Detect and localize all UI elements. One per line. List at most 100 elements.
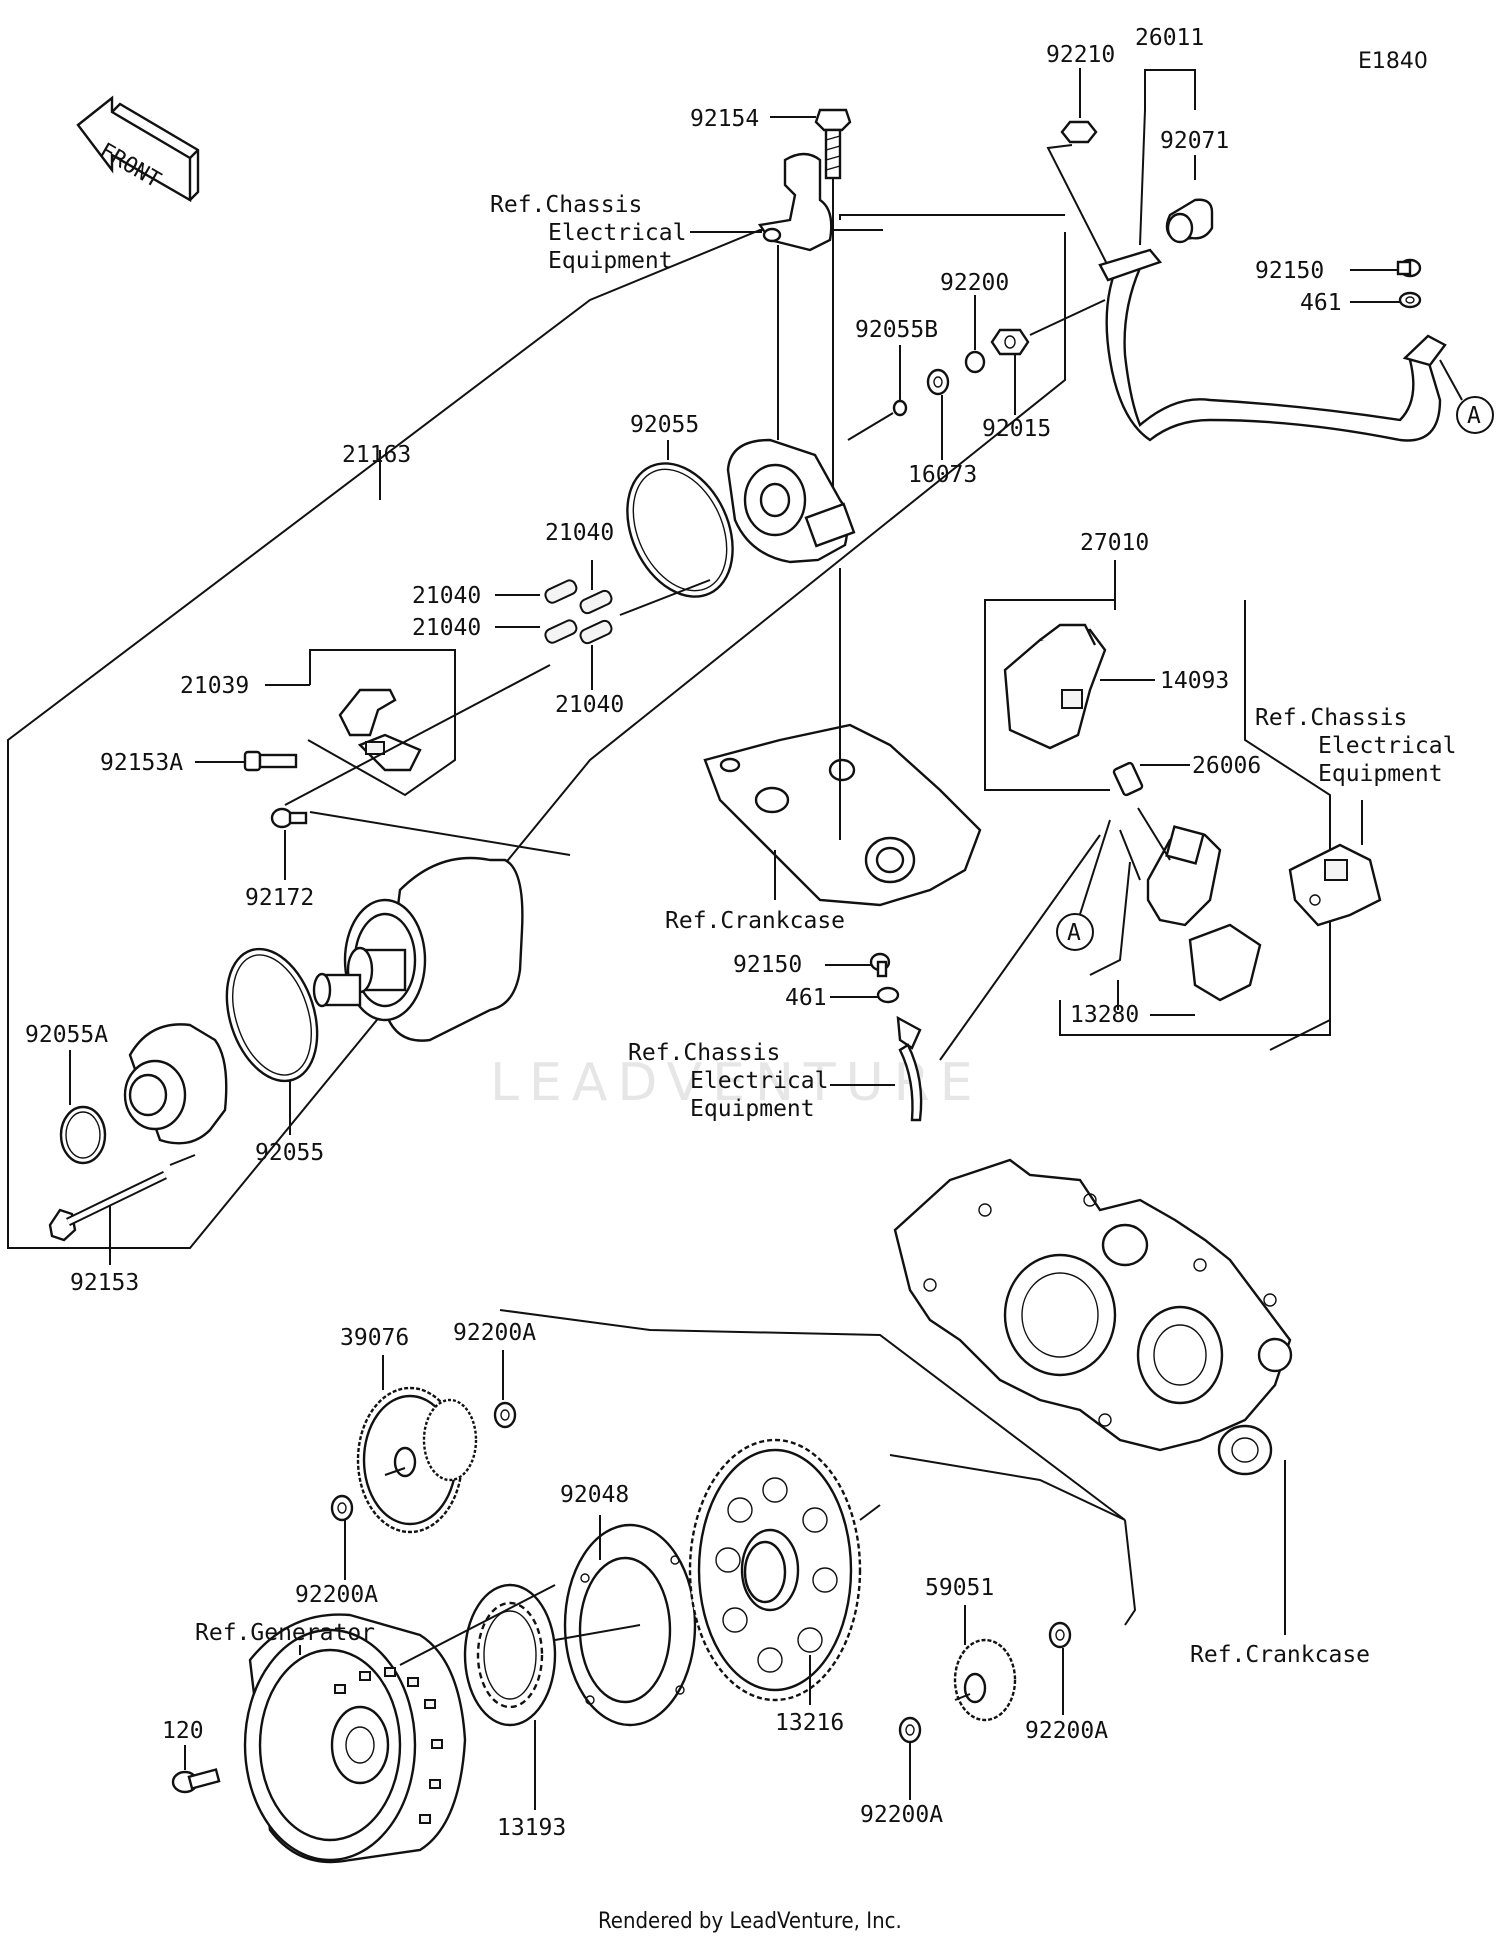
diagram-code: E1840 <box>1358 49 1428 74</box>
nut-92210 <box>1060 120 1098 144</box>
ref-chassis-right-3: Equipment <box>1318 761 1443 787</box>
screw-92153a <box>243 750 298 772</box>
label-92150-mid: 92150 <box>733 952 802 978</box>
label-92153: 92153 <box>70 1270 139 1296</box>
nut-92015 <box>990 328 1030 356</box>
o-ring-92055a <box>59 1105 107 1165</box>
cap-92071 <box>1165 198 1214 244</box>
ref-generator: Ref.Generator <box>195 1620 375 1646</box>
washer-92200a-a <box>493 1401 517 1429</box>
brush-holder-21039 <box>338 688 422 772</box>
relay-cover-14093 <box>1003 623 1107 750</box>
callout-a-top-label: A <box>1467 403 1481 429</box>
washer-461-top <box>1398 291 1422 309</box>
label-13280: 13280 <box>1070 1002 1139 1028</box>
washer-92200a-d <box>898 1716 922 1744</box>
label-92200a-c: 92200A <box>1025 1718 1108 1744</box>
label-92172: 92172 <box>245 885 314 911</box>
front-arrow-icon: FRONT <box>76 95 200 203</box>
crankcase-ref-mid <box>703 723 982 907</box>
watermark-text: LEADVENTURE <box>490 1053 983 1113</box>
bolt-92154 <box>814 108 852 490</box>
label-92055a: 92055A <box>25 1022 108 1048</box>
fuse-26006 <box>1112 761 1144 797</box>
bolt-92150-top <box>1396 258 1422 278</box>
ref-chassis-top-3: Equipment <box>548 248 673 274</box>
ref-chassis-top-1: Ref.Chassis <box>490 192 642 218</box>
callout-a-top <box>1456 396 1494 434</box>
label-21040-d: 21040 <box>555 692 624 718</box>
label-92210: 92210 <box>1046 42 1115 68</box>
bolt-92150-mid <box>869 952 891 978</box>
washer-92055b <box>892 399 908 417</box>
label-92015: 92015 <box>982 416 1051 442</box>
gear-39076 <box>356 1386 478 1534</box>
callout-a-mid-label: A <box>1067 920 1081 946</box>
o-ring-92055-bot <box>225 947 319 1083</box>
label-21040-c: 21040 <box>412 615 481 641</box>
clutch-13193 <box>463 1583 557 1727</box>
label-13193: 13193 <box>497 1815 566 1841</box>
ref-chassis-mid-2: Electrical <box>690 1068 828 1094</box>
label-92150-top: 92150 <box>1255 258 1324 284</box>
label-26006: 26006 <box>1192 753 1261 779</box>
label-27010: 27010 <box>1080 530 1149 556</box>
chassis-bracket-right <box>1288 843 1382 927</box>
screw-92172 <box>270 807 308 829</box>
label-461-mid: 461 <box>785 985 827 1011</box>
chassis-bracket-top <box>757 152 833 252</box>
gear-59051 <box>953 1638 1017 1722</box>
gear-13216 <box>688 1438 862 1702</box>
o-ring-92055-top <box>626 462 734 598</box>
spring-21040-a <box>544 579 578 604</box>
ref-chassis-top-2: Electrical <box>548 220 686 246</box>
label-21163: 21163 <box>342 442 411 468</box>
label-14093: 14093 <box>1160 668 1229 694</box>
label-21040-b: 21040 <box>412 583 481 609</box>
label-461-top: 461 <box>1300 290 1342 316</box>
label-120: 120 <box>162 1718 204 1744</box>
label-39076: 39076 <box>340 1325 409 1351</box>
label-92055-bot: 92055 <box>255 1140 324 1166</box>
starter-motor-yoke <box>312 856 524 1042</box>
battery-cable-26011 <box>1098 248 1447 442</box>
ref-chassis-mid-1: Ref.Chassis <box>628 1040 780 1066</box>
label-92071: 92071 <box>1160 128 1229 154</box>
label-21040-a: 21040 <box>545 520 614 546</box>
starter-front-cover <box>123 1023 228 1145</box>
label-92055b: 92055B <box>855 317 938 343</box>
collar-16073 <box>926 368 950 396</box>
footer-credit: Rendered by LeadVenture, Inc. <box>598 1909 902 1934</box>
bolt-92153 <box>48 1170 167 1242</box>
label-21039: 21039 <box>180 673 249 699</box>
spring-21040-b <box>544 619 578 644</box>
cable-end-mid <box>896 1015 923 1122</box>
label-26011: 26011 <box>1135 25 1204 51</box>
starter-relay <box>1146 825 1262 1002</box>
crankcase-ref-bottom <box>893 1158 1293 1476</box>
label-92200a-d: 92200A <box>860 1802 943 1828</box>
washer-92200a-c <box>1048 1621 1072 1649</box>
label-92055-top: 92055 <box>630 412 699 438</box>
label-92153a: 92153A <box>100 750 183 776</box>
label-92200: 92200 <box>940 270 1009 296</box>
bolt-120 <box>171 1768 221 1794</box>
starter-end-cover <box>726 438 856 564</box>
label-92200a-b: 92200A <box>295 1582 378 1608</box>
label-92200a-a: 92200A <box>453 1320 536 1346</box>
label-13216: 13216 <box>775 1710 844 1736</box>
label-59051: 59051 <box>925 1575 994 1601</box>
ref-chassis-mid-3: Equipment <box>690 1096 815 1122</box>
label-16073: 16073 <box>908 462 977 488</box>
ref-chassis-right-2: Electrical <box>1318 733 1456 759</box>
starter-motor-group-outline <box>7 229 1066 1249</box>
generator-rotor <box>243 1613 467 1864</box>
label-92154: 92154 <box>690 106 759 132</box>
spring-21040-c <box>579 589 613 615</box>
plate-92048 <box>563 1523 697 1727</box>
washer-461-mid <box>876 986 900 1004</box>
ref-crankcase-bot: Ref.Crankcase <box>1190 1642 1370 1668</box>
ref-crankcase-mid: Ref.Crankcase <box>665 908 845 934</box>
spring-21040-d <box>579 619 613 645</box>
